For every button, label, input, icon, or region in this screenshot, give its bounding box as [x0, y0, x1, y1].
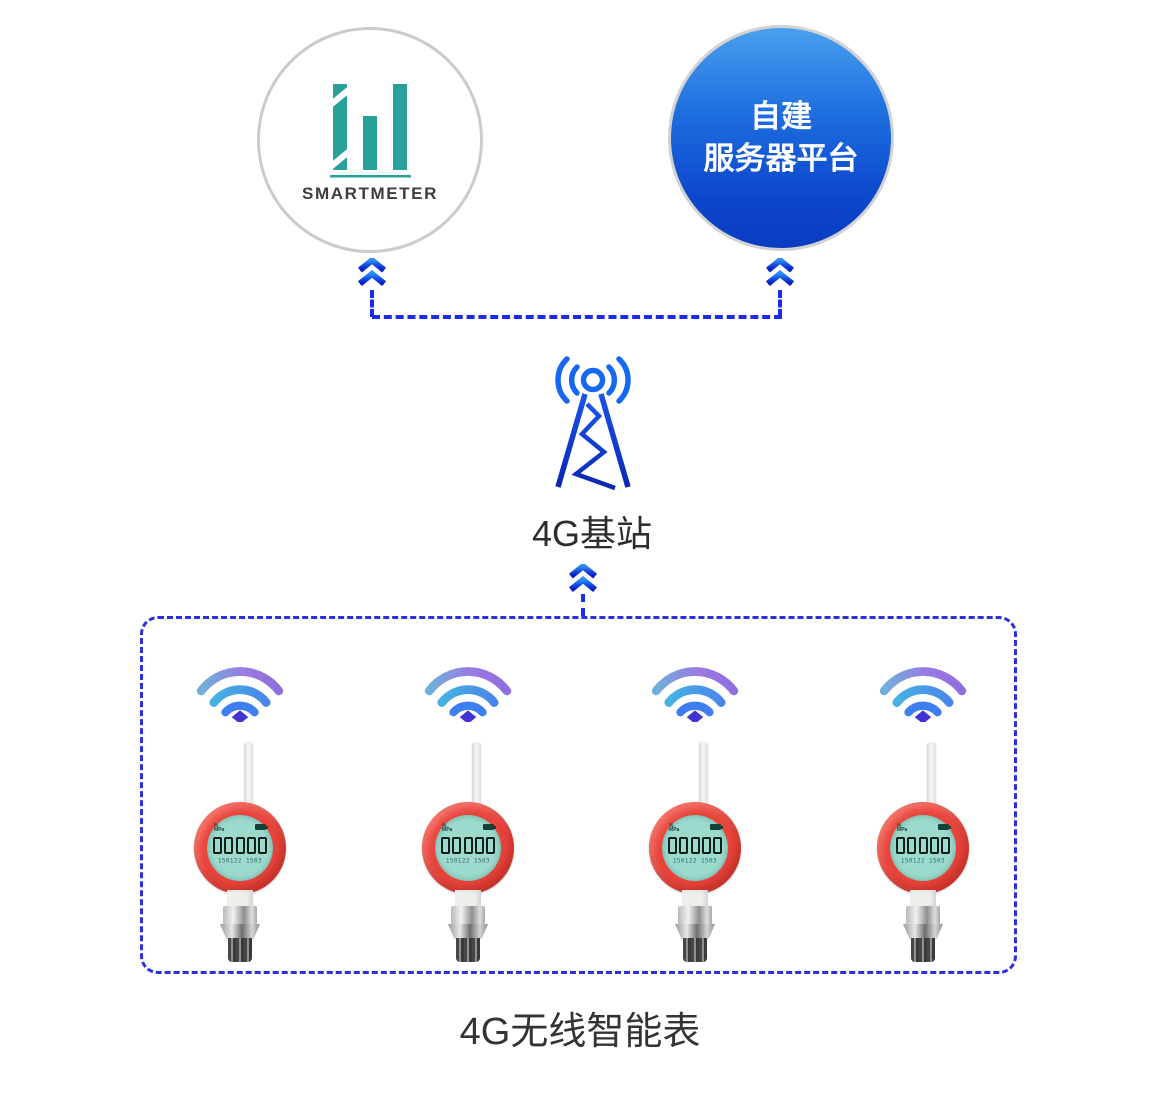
cell-tower-icon	[551, 356, 635, 492]
unit-mpa: MPa	[669, 827, 680, 833]
server-label-line2: 服务器平台	[703, 141, 859, 176]
antenna	[927, 742, 936, 820]
meter-hex-nut	[675, 924, 715, 939]
meter-bezel: % MPa 150122 1503	[422, 802, 514, 894]
meter-bezel: % MPa 150122 1503	[877, 802, 969, 894]
upload-arrow-icon	[765, 258, 795, 286]
wifi-icon	[651, 667, 739, 722]
battery-icon	[483, 824, 496, 830]
meter-bezel: % MPa 150122 1503	[649, 802, 741, 894]
meter-reading	[440, 837, 496, 854]
meter-neck	[910, 890, 936, 908]
unit-percent: %	[442, 823, 447, 829]
battery-icon	[938, 824, 951, 830]
meter-threaded-stud	[228, 938, 252, 962]
meter-threaded-stud	[911, 938, 935, 962]
meter-threaded-stud	[683, 938, 707, 962]
antenna	[472, 742, 481, 820]
battery-icon	[255, 824, 268, 830]
meter-lcd: % MPa 150122 1503	[207, 815, 273, 881]
unit-percent: %	[669, 823, 674, 829]
smartmeter-logo-icon	[329, 84, 411, 178]
unit-mpa: MPa	[897, 827, 908, 833]
dashed-link-right	[778, 290, 782, 317]
meter-lcd: % MPa 150122 1503	[890, 815, 956, 881]
unit-percent: %	[897, 823, 902, 829]
battery-icon	[710, 824, 723, 830]
meter-reading	[895, 837, 951, 854]
dashed-link-devices	[581, 594, 585, 616]
device-group-box: % MPa 150122 1503 % MPa	[140, 616, 1017, 974]
meter-neck	[227, 890, 253, 908]
meter-neck	[455, 890, 481, 908]
dashed-link-left	[370, 290, 374, 317]
upload-arrow-icon	[357, 258, 387, 286]
wifi-icon	[879, 667, 967, 722]
server-label-line1: 自建	[750, 99, 812, 134]
meter-bezel: % MPa 150122 1503	[194, 802, 286, 894]
meter-hex-nut	[448, 924, 488, 939]
smart-meter-device: % MPa 150122 1503	[615, 656, 775, 968]
upload-arrow-icon	[568, 564, 598, 592]
meter-hex-nut	[220, 924, 260, 939]
server-platform-node: 自建 服务器平台	[668, 25, 894, 251]
meter-reading	[667, 837, 723, 854]
meter-sub-display: 150122 1503	[672, 857, 718, 865]
meter-chrome-fitting	[906, 906, 940, 926]
meter-chrome-fitting	[223, 906, 257, 926]
meter-chrome-fitting	[678, 906, 712, 926]
meter-sub-display: 150122 1503	[217, 857, 263, 865]
dashed-link-horizontal	[372, 315, 782, 319]
device-group-label: 4G无线智能表	[459, 1011, 701, 1053]
meter-lcd: % MPa 150122 1503	[662, 815, 728, 881]
meter-hex-nut	[903, 924, 943, 939]
wifi-icon	[424, 667, 512, 722]
smart-meter-device: % MPa 150122 1503	[160, 656, 320, 968]
unit-percent: %	[214, 823, 219, 829]
wifi-icon	[196, 667, 284, 722]
meter-chrome-fitting	[451, 906, 485, 926]
platform-brand-text: SMARTMETER	[302, 184, 438, 203]
unit-mpa: MPa	[214, 827, 225, 833]
meter-lcd: % MPa 150122 1503	[435, 815, 501, 881]
meter-neck	[682, 890, 708, 908]
meter-sub-display: 150122 1503	[900, 857, 946, 865]
meter-sub-display: 150122 1503	[445, 857, 491, 865]
meter-reading	[212, 837, 268, 854]
base-station-label: 4G基站	[531, 513, 653, 554]
antenna	[699, 742, 708, 820]
smart-meter-device: % MPa 150122 1503	[388, 656, 548, 968]
unit-mpa: MPa	[442, 827, 453, 833]
antenna	[244, 742, 253, 820]
smart-meter-device: % MPa 150122 1503	[843, 656, 1003, 968]
smartmeter-platform-node: SMARTMETER	[257, 27, 483, 253]
meter-threaded-stud	[456, 938, 480, 962]
